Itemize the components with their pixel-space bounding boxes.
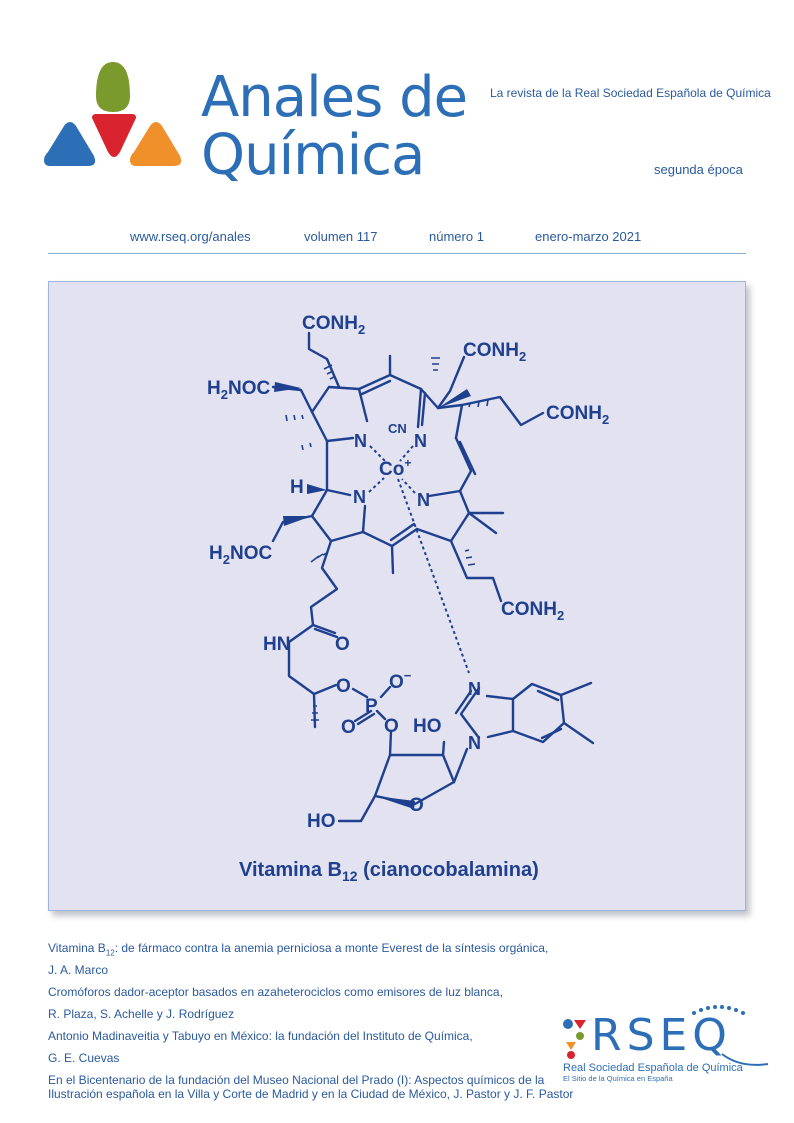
label-conh2-topright: CONH2 [463,340,526,364]
label-conh2-top: CONH2 [302,313,365,337]
toc-article-3-title[interactable]: Antonio Madinaveitia y Tabuyo en México:… [48,1029,473,1043]
label-o-amide: O [335,634,350,655]
journal-url[interactable]: www.rseq.org/anales [130,229,251,244]
journal-logo [44,62,182,166]
label-n-3: N [353,487,366,507]
rseq-logo-name: Real Sociedad Española de Química [563,1062,743,1074]
label-co: Co+ [379,456,411,480]
label-h: H [290,477,304,498]
toc-article-3-authors: G. E. Cuevas [48,1051,120,1065]
label-o-ribose-link: O [384,716,399,737]
label-o-minus: O− [389,668,412,693]
toc-article-4-line2[interactable]: Ilustración española en la Villa y Corte… [48,1087,574,1101]
issue-period: enero-marzo 2021 [535,229,642,244]
label-h2noc-top: H2NOC [207,378,270,402]
label-n-4: N [417,490,430,510]
rseq-logo-swoosh [721,1053,769,1066]
label-o-double: O [341,717,356,738]
toc-article-1-title[interactable]: Vitamina B12: de fármaco contra la anemi… [48,941,549,958]
rseq-logo-dots [692,1005,745,1015]
toc-article-2-title[interactable]: Cromóforos dador-aceptor basados en azah… [48,985,503,999]
label-ho-ribose: HO [413,716,442,737]
issue-number: número 1 [429,229,484,244]
journal-tagline: La revista de la Real Sociedad Española … [490,86,771,100]
header-divider [48,253,746,254]
label-n-2: N [414,431,427,451]
label-conh2-right: CONH2 [546,403,609,427]
label-h2noc-bottom: H2NOC [209,543,272,567]
journal-title-line2: Química [201,123,425,188]
label-p: P [365,696,378,717]
cover-figure: CONH2 CONH2 CONH2 CONH2 H2NOC H2NOC N N … [48,281,746,911]
figure-caption: Vitamina B12 (cianocobalamina) [239,859,539,884]
label-n-1: N [354,431,367,451]
toc-article-4-line1[interactable]: En el Bicentenario de la fundación del M… [48,1073,545,1087]
rseq-logo-letters: RSEQ [591,1010,732,1061]
label-cn: CN [388,421,407,436]
label-n-benz-2: N [468,733,481,753]
rseq-logo-slogan: El Sitio de la Química en España [563,1074,673,1083]
label-n-benz-1: N [468,679,481,699]
label-o-ester: O [336,676,351,697]
cyanocobalamin-structure: CONH2 CONH2 CONH2 CONH2 H2NOC H2NOC N N … [207,313,609,884]
label-conh2-bottom: CONH2 [501,599,564,623]
volume-label: volumen 117 [304,229,378,244]
toc-article-2-authors: R. Plaza, S. Achelle y J. Rodríguez [48,1007,235,1021]
journal-title-line1: Anales de [201,65,468,130]
label-o-ring: O [409,795,424,816]
rseq-logo-mark [563,1019,586,1059]
series-label: segunda época [654,162,743,177]
label-hn: HN [263,634,290,655]
label-ho-bottom: HO [307,811,336,832]
toc-article-1-authors: J. A. Marco [48,963,109,977]
